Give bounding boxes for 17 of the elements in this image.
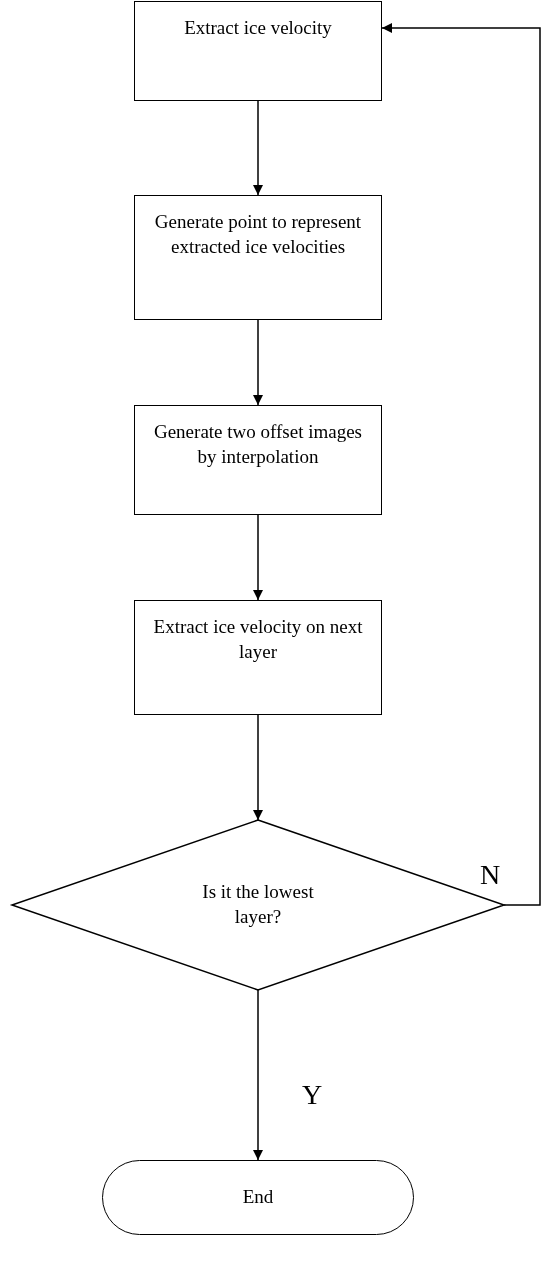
arrow (253, 714, 263, 821)
arrow (381, 23, 541, 906)
arrow (253, 989, 263, 1161)
arrow (253, 514, 263, 601)
process-box (134, 1, 382, 101)
node-text: Is it the lowest layer? (201, 880, 315, 929)
node-text: Generate point to represent extracted ice velocities (153, 210, 363, 259)
process-box (134, 195, 382, 320)
node-text: Extract ice velocity on next layer (152, 615, 364, 664)
arrow (253, 100, 263, 196)
node-text: End (242, 1185, 274, 1210)
decision-diamond (12, 820, 504, 990)
arrow (253, 319, 263, 406)
process-box (134, 600, 382, 715)
node-text: Generate two offset images by interpolation (152, 420, 363, 469)
process-box (134, 405, 382, 515)
node-text: Extract ice velocity (184, 16, 332, 40)
